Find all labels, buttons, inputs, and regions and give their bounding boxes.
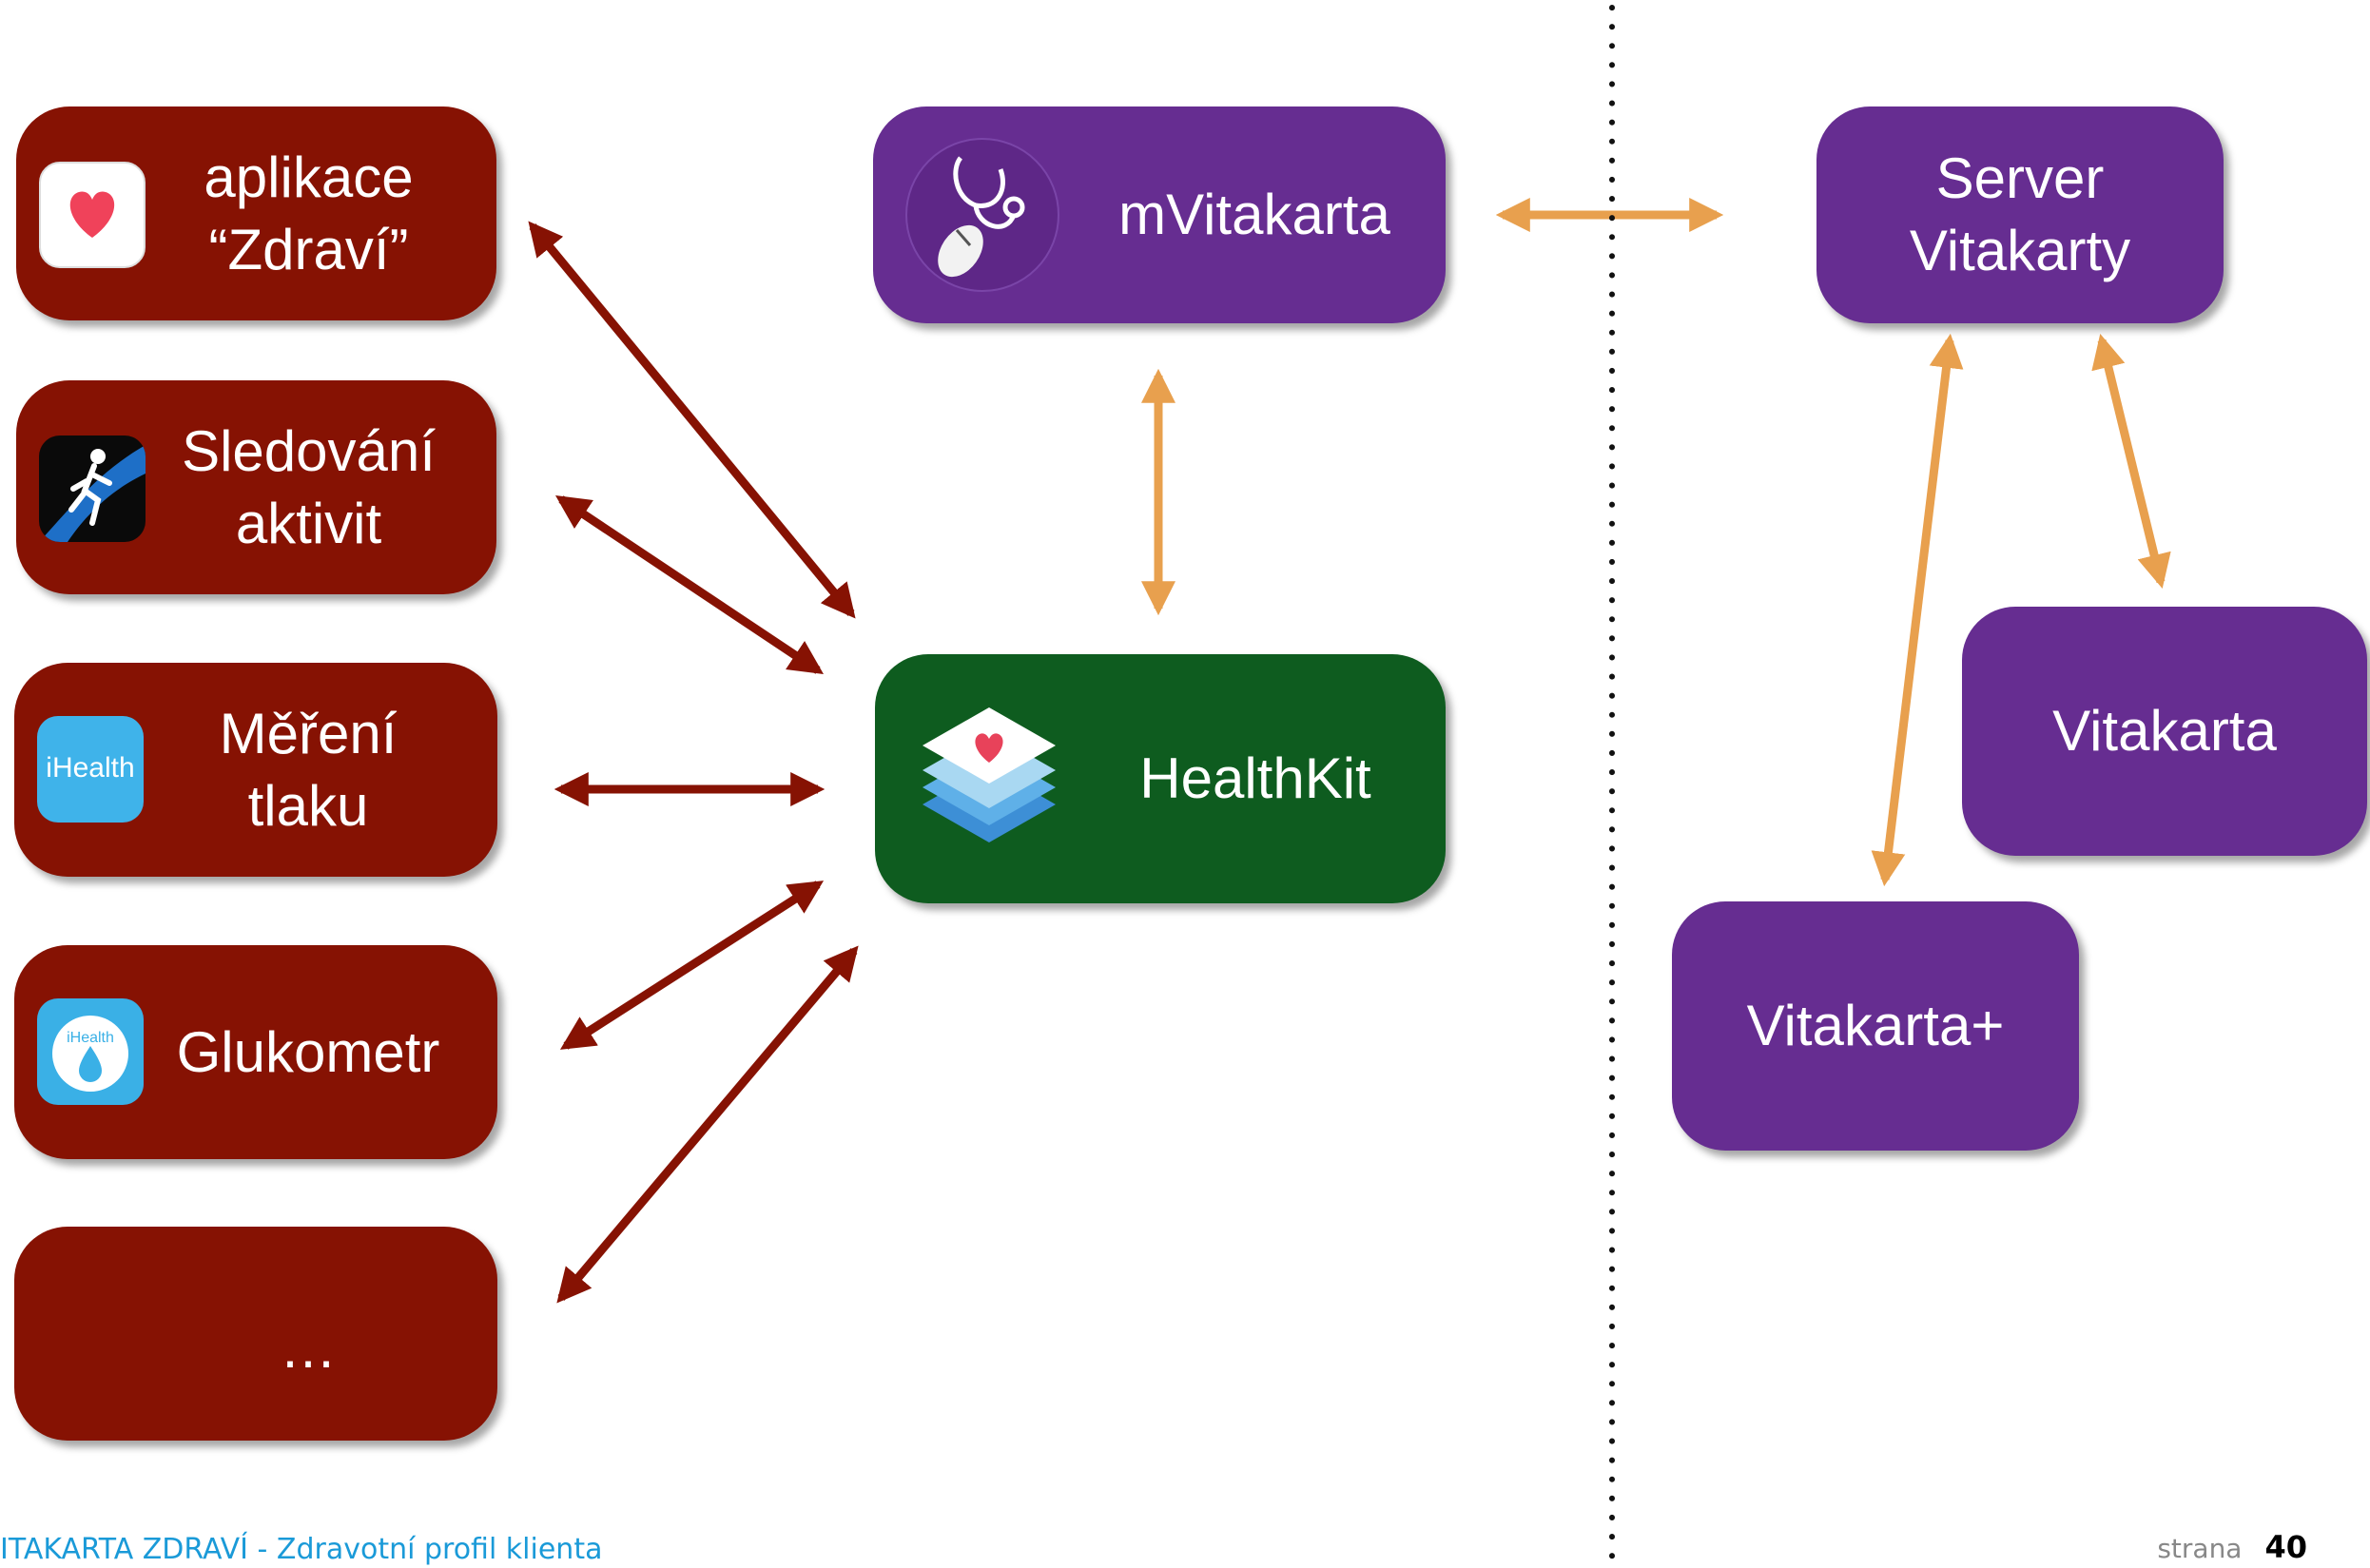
page-number: 40 (2264, 1529, 2307, 1565)
app-label-more: … (280, 1315, 337, 1380)
vitakarta-plus-node: Vitakarta+ (1672, 901, 2079, 1151)
app-node-zdravi: aplikace “Zdraví” (16, 106, 496, 320)
heart-app-icon (39, 162, 146, 268)
app-label-glukometr: Glukometr (176, 1019, 440, 1084)
healthkit-node: HealthKit (875, 654, 1446, 903)
server-vitakarty-node: Server Vitakarty (1816, 106, 2224, 323)
healthkit-label: HealthKit (1139, 746, 1371, 810)
vitakarta-plus-label: Vitakarta+ (1746, 994, 2005, 1057)
app-node-sledovani: Sledování aktivit (16, 380, 496, 594)
healthkit-icon (913, 700, 1065, 861)
ihealth-app-icon: iHealth (37, 716, 144, 823)
footer-title: ITAKARTA ZDRAVÍ - Zdravotní profil klien… (0, 1533, 603, 1566)
arrow-glukometr-healthkit (559, 881, 825, 1050)
vitakarta-label: Vitakarta (2052, 699, 2277, 763)
page-indicator: strana 40 (2157, 1529, 2307, 1565)
app-node-tlak: iHealth Měření tlaku (14, 663, 497, 877)
ihealth-icon-text: iHealth (46, 752, 135, 784)
mvitakarta-label: mVitakarta (1118, 183, 1390, 246)
app-node-more: … (14, 1227, 497, 1441)
arrow-server-vitakarta (2091, 334, 2171, 589)
runner-app-icon (39, 436, 146, 542)
arrow-sledovani-healthkit (555, 495, 824, 674)
glucose-drop-icon: iHealth (37, 998, 144, 1105)
server-vitakarty-label: Server Vitakarty (1909, 146, 2131, 282)
arrow-server-vitakartaplus (1871, 333, 1964, 887)
app-label-zdravi: aplikace “Zdraví” (204, 145, 414, 281)
app-label-tlak: Měření tlaku (219, 701, 398, 838)
vitakarta-node: Vitakarta (1962, 607, 2367, 856)
page-label: strana (2157, 1533, 2243, 1564)
mvitakarta-node: mVitakarta (873, 106, 1446, 323)
gluco-icon-text: iHealth (67, 1030, 114, 1046)
app-label-sledovani: Sledování aktivit (182, 418, 436, 555)
arrow-more-healthkit (556, 945, 859, 1304)
app-node-glukometr: iHealth Glukometr (14, 945, 497, 1159)
arrow-zdravi-healthkit (528, 221, 856, 619)
stethoscope-mouse-icon (902, 131, 1063, 299)
